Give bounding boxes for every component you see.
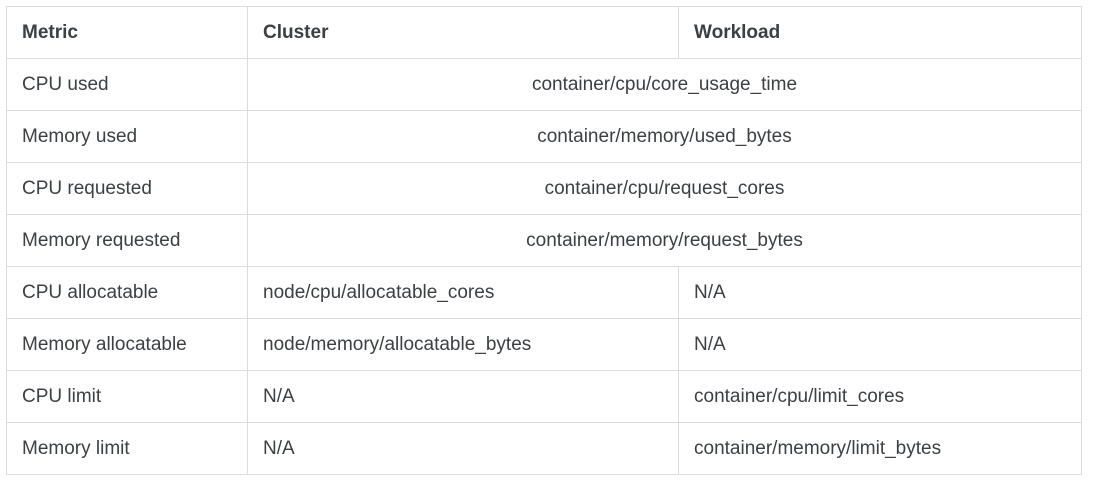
cell-metric: CPU used (6, 58, 248, 111)
cell-cluster-workload-merged: container/cpu/core_usage_time (247, 58, 1082, 111)
cell-cluster: node/memory/allocatable_bytes (247, 318, 679, 371)
column-header-workload: Workload (678, 6, 1082, 59)
cell-cluster-workload-merged: container/memory/request_bytes (247, 214, 1082, 267)
cell-workload: container/cpu/limit_cores (678, 370, 1082, 423)
cell-metric: CPU limit (6, 370, 248, 423)
cell-metric: Memory used (6, 110, 248, 163)
table-header-row: Metric Cluster Workload (6, 6, 1082, 59)
cell-cluster: N/A (247, 422, 679, 475)
column-header-cluster: Cluster (247, 6, 679, 59)
cell-workload: N/A (678, 318, 1082, 371)
cell-metric: Memory allocatable (6, 318, 248, 371)
cell-cluster: N/A (247, 370, 679, 423)
cell-workload: N/A (678, 266, 1082, 319)
cell-metric: CPU requested (6, 162, 248, 215)
column-header-metric: Metric (6, 6, 248, 59)
cell-metric: Memory requested (6, 214, 248, 267)
cell-cluster-workload-merged: container/memory/used_bytes (247, 110, 1082, 163)
table-header: Metric Cluster Workload (6, 6, 1082, 59)
cell-metric: CPU allocatable (6, 266, 248, 319)
cell-workload: container/memory/limit_bytes (678, 422, 1082, 475)
cell-cluster-workload-merged: container/cpu/request_cores (247, 162, 1082, 215)
cell-metric: Memory limit (6, 422, 248, 475)
cell-cluster: node/cpu/allocatable_cores (247, 266, 679, 319)
